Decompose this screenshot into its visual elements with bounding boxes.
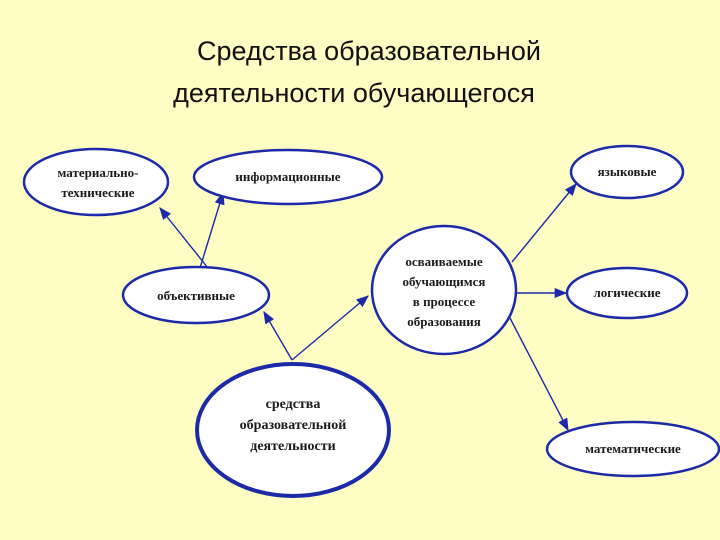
- node-label: технические: [61, 185, 134, 200]
- node-label: в процессе: [413, 294, 476, 309]
- node-label: объективные: [157, 288, 235, 303]
- edge-objective-material: [159, 207, 209, 269]
- node-label: образования: [407, 314, 481, 329]
- slide-title: Средства образовательной деятельности об…: [0, 30, 720, 114]
- node-mathematical: математические: [545, 420, 720, 478]
- node-educational-means: средства образовательной деятельности: [195, 362, 391, 498]
- node-objective: объективные: [121, 265, 271, 325]
- node-informational: информационные: [192, 148, 384, 206]
- node-label: осваиваемые: [405, 254, 483, 269]
- node-language: языковые: [569, 144, 685, 200]
- node-label: языковые: [598, 164, 657, 179]
- node-label: обучающимся: [403, 274, 486, 289]
- node-label: математические: [585, 441, 681, 456]
- node-label: образовательной: [240, 418, 347, 433]
- node-label: информационные: [235, 169, 340, 184]
- title-line-1: Средства образовательной: [197, 36, 541, 66]
- node-learned-in-education: осваиваемые обучающимся в процессе образ…: [370, 224, 518, 356]
- node-label: материально-: [58, 165, 139, 180]
- node-label: логические: [594, 285, 661, 300]
- title-line-2: деятельности обучающегося: [173, 78, 535, 108]
- edge-learned-language: [511, 183, 577, 263]
- edge-learned-math: [509, 317, 569, 432]
- node-label: деятельности: [250, 439, 335, 454]
- edge-objective-info: [199, 191, 225, 269]
- node-label: средства: [266, 397, 321, 412]
- edge-means-learned: [291, 295, 369, 361]
- node-logical: логические: [565, 266, 689, 320]
- edge-means-objective: [263, 310, 293, 361]
- node-material-technical: материально- технические: [22, 147, 170, 217]
